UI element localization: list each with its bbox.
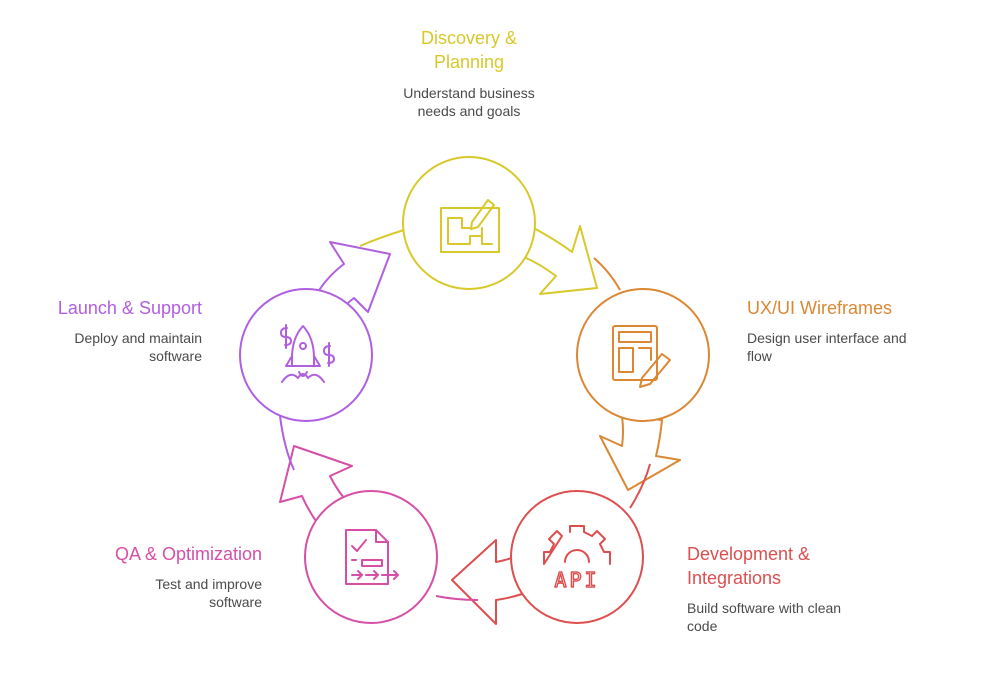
step-dev-desc-line2: code [687,618,718,634]
step-discovery-desc-line1: Understand business [403,85,535,101]
step-circle-launch [239,288,373,422]
checklist-document-icon [345,529,399,585]
step-circle-dev: API [510,490,644,624]
step-qa-desc-line2: software [209,594,262,610]
step-circle-discovery [402,156,536,290]
step-ux-title: UX/UI Wireframes [747,298,893,318]
rocket-dollar-icon [280,324,335,383]
step-ux-desc-line1: Design user interface and [747,330,907,346]
step-circle-qa [304,490,438,624]
step-launch-desc-line2: software [149,348,202,364]
wireframe-pencil-icon [612,325,671,388]
gear-api-icon: API [543,525,611,593]
step-discovery-title-line2: Planning [433,52,505,72]
step-dev-title-line2: Integrations [687,568,782,588]
step-launch-desc-line1: Deploy and maintain [74,330,202,346]
step-dev-desc-line1: Build software with clean [687,600,842,616]
step-qa-title: QA & Optimization [114,544,262,564]
step-ux-label: UX/UI Wireframes Design user interface a… [747,296,967,365]
api-label: API [554,568,599,592]
step-qa-desc-line1: Test and improve [155,576,262,592]
step-qa-label: QA & Optimization Test and improve softw… [42,542,262,611]
step-dev-title-line1: Development & [687,544,811,564]
step-launch-title: Launch & Support [57,298,202,318]
ring-segments [279,229,651,601]
blueprint-pencil-icon [440,199,500,253]
step-ux-desc-line2: flow [747,348,772,364]
step-launch-label: Launch & Support Deploy and maintain sof… [2,296,202,365]
step-discovery-label: Discovery & Planning Understand business… [369,26,569,120]
arrow-discovery-to-ux [525,225,598,295]
step-circle-ux [576,288,710,422]
arrow-ux-to-dev [599,415,681,491]
step-dev-label: Development & Integrations Build softwar… [687,542,917,635]
step-discovery-title-line1: Discovery & [420,28,518,48]
step-discovery-desc-line2: needs and goals [417,103,521,119]
